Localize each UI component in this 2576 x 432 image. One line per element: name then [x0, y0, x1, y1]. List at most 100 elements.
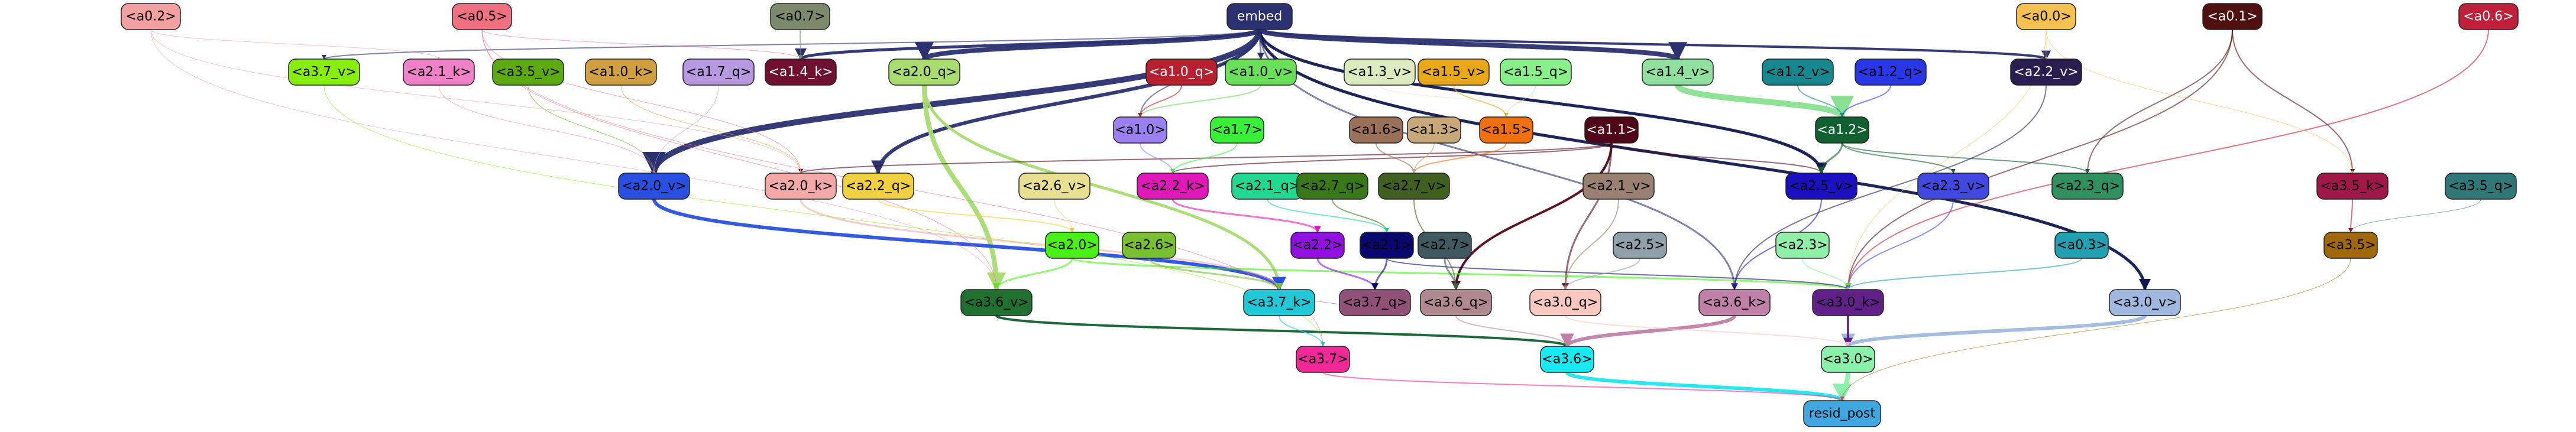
edge-a2.2-to-a3.7_q	[1316, 258, 1378, 291]
node-a3.7_k-label: <a3.7_k>	[1247, 295, 1311, 310]
node-a1.0_v[interactable]: <a1.0_v>	[1225, 59, 1297, 86]
node-a3.6_k[interactable]: <a3.6_k>	[1698, 289, 1771, 316]
node-a1.4_v[interactable]: <a1.4_v>	[1642, 59, 1714, 86]
node-a0.6[interactable]: <a0.6>	[2458, 3, 2519, 30]
node-a1.6[interactable]: <a1.6>	[1349, 116, 1403, 144]
node-a3.7_k[interactable]: <a3.7_k>	[1243, 289, 1315, 316]
node-resid_post-box	[1803, 400, 1881, 427]
node-a2.0_q[interactable]: <a2.0_q>	[888, 59, 960, 86]
node-a3.5_q-box	[2445, 173, 2517, 200]
node-embed[interactable]: embed	[1226, 3, 1293, 30]
node-a3.6[interactable]: <a3.6>	[1540, 346, 1594, 373]
node-a0.3[interactable]: <a0.3>	[2054, 232, 2109, 259]
node-a2.1[interactable]: <a2.1>	[1360, 232, 1414, 259]
node-a1.3_v-label: <a1.3_v>	[1347, 65, 1412, 80]
node-a3.7-label: <a3.7>	[1297, 352, 1348, 367]
edge-a3.7_k-to-a3.7	[1279, 315, 1325, 347]
node-a1.0_v-box	[1225, 59, 1297, 86]
node-a1.1-label: <a1.1>	[1586, 123, 1636, 138]
node-a1.3[interactable]: <a1.3>	[1407, 116, 1461, 144]
edge-a2.1-to-a3.7_q	[1371, 258, 1388, 291]
node-a2.2_v[interactable]: <a2.2_v>	[2010, 59, 2082, 86]
node-a2.3_v[interactable]: <a2.3_v>	[1917, 173, 1989, 200]
node-a2.1_q[interactable]: <a2.1_q>	[1231, 173, 1303, 200]
edge-a1.1-to-a3.0_q	[1562, 142, 1613, 291]
node-a3.7_q[interactable]: <a3.7_q>	[1339, 289, 1411, 316]
node-a2.3_q[interactable]: <a2.3_q>	[2051, 173, 2124, 200]
edge-a3.7-to-resid_post	[1322, 372, 1844, 401]
edge-a1.2_q-to-a1.2	[1840, 85, 1891, 118]
node-a2.3[interactable]: <a2.3>	[1775, 232, 1830, 259]
node-a3.7_v[interactable]: <a3.7_v>	[288, 59, 360, 86]
node-a3.5_v[interactable]: <a3.5_v>	[492, 59, 564, 86]
edge-a1.1-to-a2.5_v	[1611, 142, 1824, 174]
node-a2.2_k[interactable]: <a2.2_k>	[1137, 173, 1209, 200]
node-a2.5_v[interactable]: <a2.5_v>	[1785, 173, 1857, 200]
node-a1.5_v[interactable]: <a1.5_v>	[1418, 59, 1490, 86]
edge-a0.1-to-a3.5_k	[2232, 29, 2355, 174]
node-a3.7[interactable]: <a3.7>	[1296, 346, 1350, 373]
node-a2.0_v-box	[618, 173, 690, 200]
node-a0.5[interactable]: <a0.5>	[452, 3, 512, 30]
node-a2.0_k[interactable]: <a2.0_k>	[765, 173, 837, 200]
node-a3.5[interactable]: <a3.5>	[2323, 232, 2378, 259]
node-a1.3_v[interactable]: <a1.3_v>	[1344, 59, 1416, 86]
node-a1.7_q[interactable]: <a1.7_q>	[682, 59, 755, 86]
node-a1.0[interactable]: <a1.0>	[1113, 116, 1167, 144]
node-a2.0_v[interactable]: <a2.0_v>	[618, 173, 690, 200]
node-a1.0_k[interactable]: <a1.0_k>	[585, 59, 657, 86]
node-a1.2_q[interactable]: <a1.2_q>	[1855, 59, 1927, 86]
node-a2.1_q-label: <a2.1_q>	[1235, 179, 1300, 194]
node-a0.2[interactable]: <a0.2>	[121, 3, 181, 30]
node-a1.2_v[interactable]: <a1.2_v>	[1762, 59, 1834, 86]
edge-a2.0_q-to-a3.6_v	[922, 85, 1006, 292]
node-a0.6-label: <a0.6>	[2463, 9, 2513, 24]
node-a3.0[interactable]: <a3.0>	[1821, 346, 1875, 373]
node-a2.7[interactable]: <a2.7>	[1418, 232, 1472, 259]
edge-a0.0-to-a3.5_k	[2046, 29, 2354, 174]
node-a2.6_v[interactable]: <a2.6_v>	[1018, 173, 1090, 200]
node-a0.5-box	[452, 3, 512, 30]
node-a2.1_v[interactable]: <a2.1_v>	[1583, 173, 1655, 200]
edge-a0.5-to-a1.4_k	[481, 29, 802, 60]
node-a2.6[interactable]: <a2.6>	[1122, 232, 1176, 259]
node-resid_post-label: resid_post	[1809, 407, 1876, 421]
node-a1.2[interactable]: <a1.2>	[1815, 116, 1869, 144]
node-a1.4_k[interactable]: <a1.4_k>	[765, 59, 837, 86]
node-a3.0_q[interactable]: <a3.0_q>	[1529, 289, 1601, 316]
node-a2.7_v[interactable]: <a2.7_v>	[1378, 173, 1450, 200]
node-a2.2_q[interactable]: <a2.2_q>	[842, 173, 914, 200]
node-a1.5_q[interactable]: <a1.5_q>	[1500, 59, 1572, 86]
node-a2.6_v-label: <a2.6_v>	[1022, 179, 1086, 194]
node-a3.0_k[interactable]: <a3.0_k>	[1812, 289, 1884, 316]
edge-a1.0_q-to-a1.0	[1138, 85, 1182, 118]
node-a0.7[interactable]: <a0.7>	[770, 3, 830, 30]
node-a3.5_q[interactable]: <a3.5_q>	[2445, 173, 2517, 200]
node-a1.7[interactable]: <a1.7>	[1210, 116, 1264, 144]
node-a0.0[interactable]: <a0.0>	[2016, 3, 2076, 30]
node-a1.1[interactable]: <a1.1>	[1584, 116, 1639, 144]
node-a1.5[interactable]: <a1.5>	[1479, 116, 1533, 144]
node-a3.5_k[interactable]: <a3.5_k>	[2316, 173, 2389, 200]
node-a3.6-label: <a3.6>	[1542, 352, 1592, 367]
node-a1.0_q[interactable]: <a1.0_q>	[1145, 59, 1218, 86]
node-a0.1[interactable]: <a0.1>	[2202, 3, 2263, 30]
node-a1.5_v-box	[1418, 59, 1490, 86]
edge-a1.2-to-a2.5_v	[1818, 142, 1843, 174]
edge-a2.0-to-a3.0_k	[1071, 257, 1852, 291]
edge-a1.7_q-to-a2.0_v	[653, 85, 719, 174]
node-a2.1_k-box	[403, 59, 475, 86]
node-a2.2[interactable]: <a2.2>	[1290, 232, 1345, 259]
node-a1.7-label: <a1.7>	[1212, 123, 1262, 138]
node-a3.6_v[interactable]: <a3.6_v>	[960, 289, 1033, 316]
node-a0.1-label: <a0.1>	[2207, 9, 2257, 24]
node-a3.6_q[interactable]: <a3.6_q>	[1420, 289, 1492, 316]
node-resid_post[interactable]: resid_post	[1803, 400, 1881, 427]
node-a2.7_q[interactable]: <a2.7_q>	[1296, 173, 1368, 200]
node-a2.1_k[interactable]: <a2.1_k>	[403, 59, 475, 86]
node-a3.0_v[interactable]: <a3.0_v>	[2109, 289, 2181, 316]
node-a2.5[interactable]: <a2.5>	[1613, 232, 1667, 259]
node-a3.6_v-box	[960, 289, 1033, 316]
node-a2.0[interactable]: <a2.0>	[1045, 232, 1099, 259]
edge-a1.6-to-a2.7_v	[1376, 142, 1416, 174]
